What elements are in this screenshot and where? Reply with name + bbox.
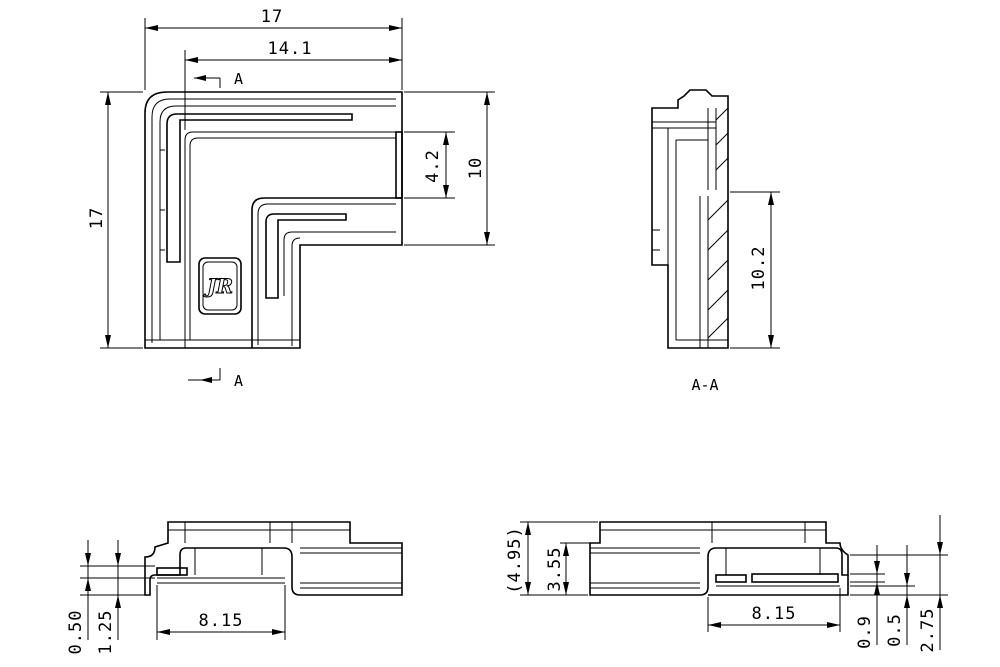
dim-bl-b: 1.25 <box>96 610 116 655</box>
section-marker-top: A <box>234 70 243 88</box>
dim-leg-height: 10 <box>466 157 486 179</box>
dim-bl-a: 0.50 <box>66 610 86 655</box>
dim-inner-width: 14.1 <box>268 39 313 59</box>
dim-overall-height: 17 <box>87 207 107 229</box>
bottom-left-dimensions: 0.50 1.25 8.15 <box>66 540 286 655</box>
dim-br-ref: (4.95) <box>505 526 525 593</box>
section-marker-bottom: A <box>234 372 243 390</box>
dim-section-height: 10.2 <box>749 246 769 291</box>
logo-mark: JR <box>203 274 233 298</box>
dim-br-width: 8.15 <box>752 604 797 624</box>
dim-br-inner: 3.55 <box>545 547 565 592</box>
bottom-right-view <box>589 521 849 596</box>
top-view-dimensions: 17 14.1 A 17 4.2 10 <box>87 7 495 390</box>
dim-br-e: 2.75 <box>918 608 938 653</box>
dim-bl-width: 8.15 <box>199 611 244 631</box>
top-view: JR <box>144 91 403 349</box>
section-caption: A-A <box>691 376 718 394</box>
dim-br-d: 0.5 <box>885 613 905 647</box>
dim-br-c: 0.9 <box>855 615 875 649</box>
bottom-right-dimensions: (4.95) 3.55 8.15 0.9 0.5 2.75 <box>505 515 948 652</box>
dim-overall-width: 17 <box>261 7 283 27</box>
bottom-left-view <box>144 521 403 596</box>
section-view-dimensions: 10.2 A-A <box>691 191 780 394</box>
dim-slot-height: 4.2 <box>423 149 443 183</box>
section-view <box>651 89 729 349</box>
